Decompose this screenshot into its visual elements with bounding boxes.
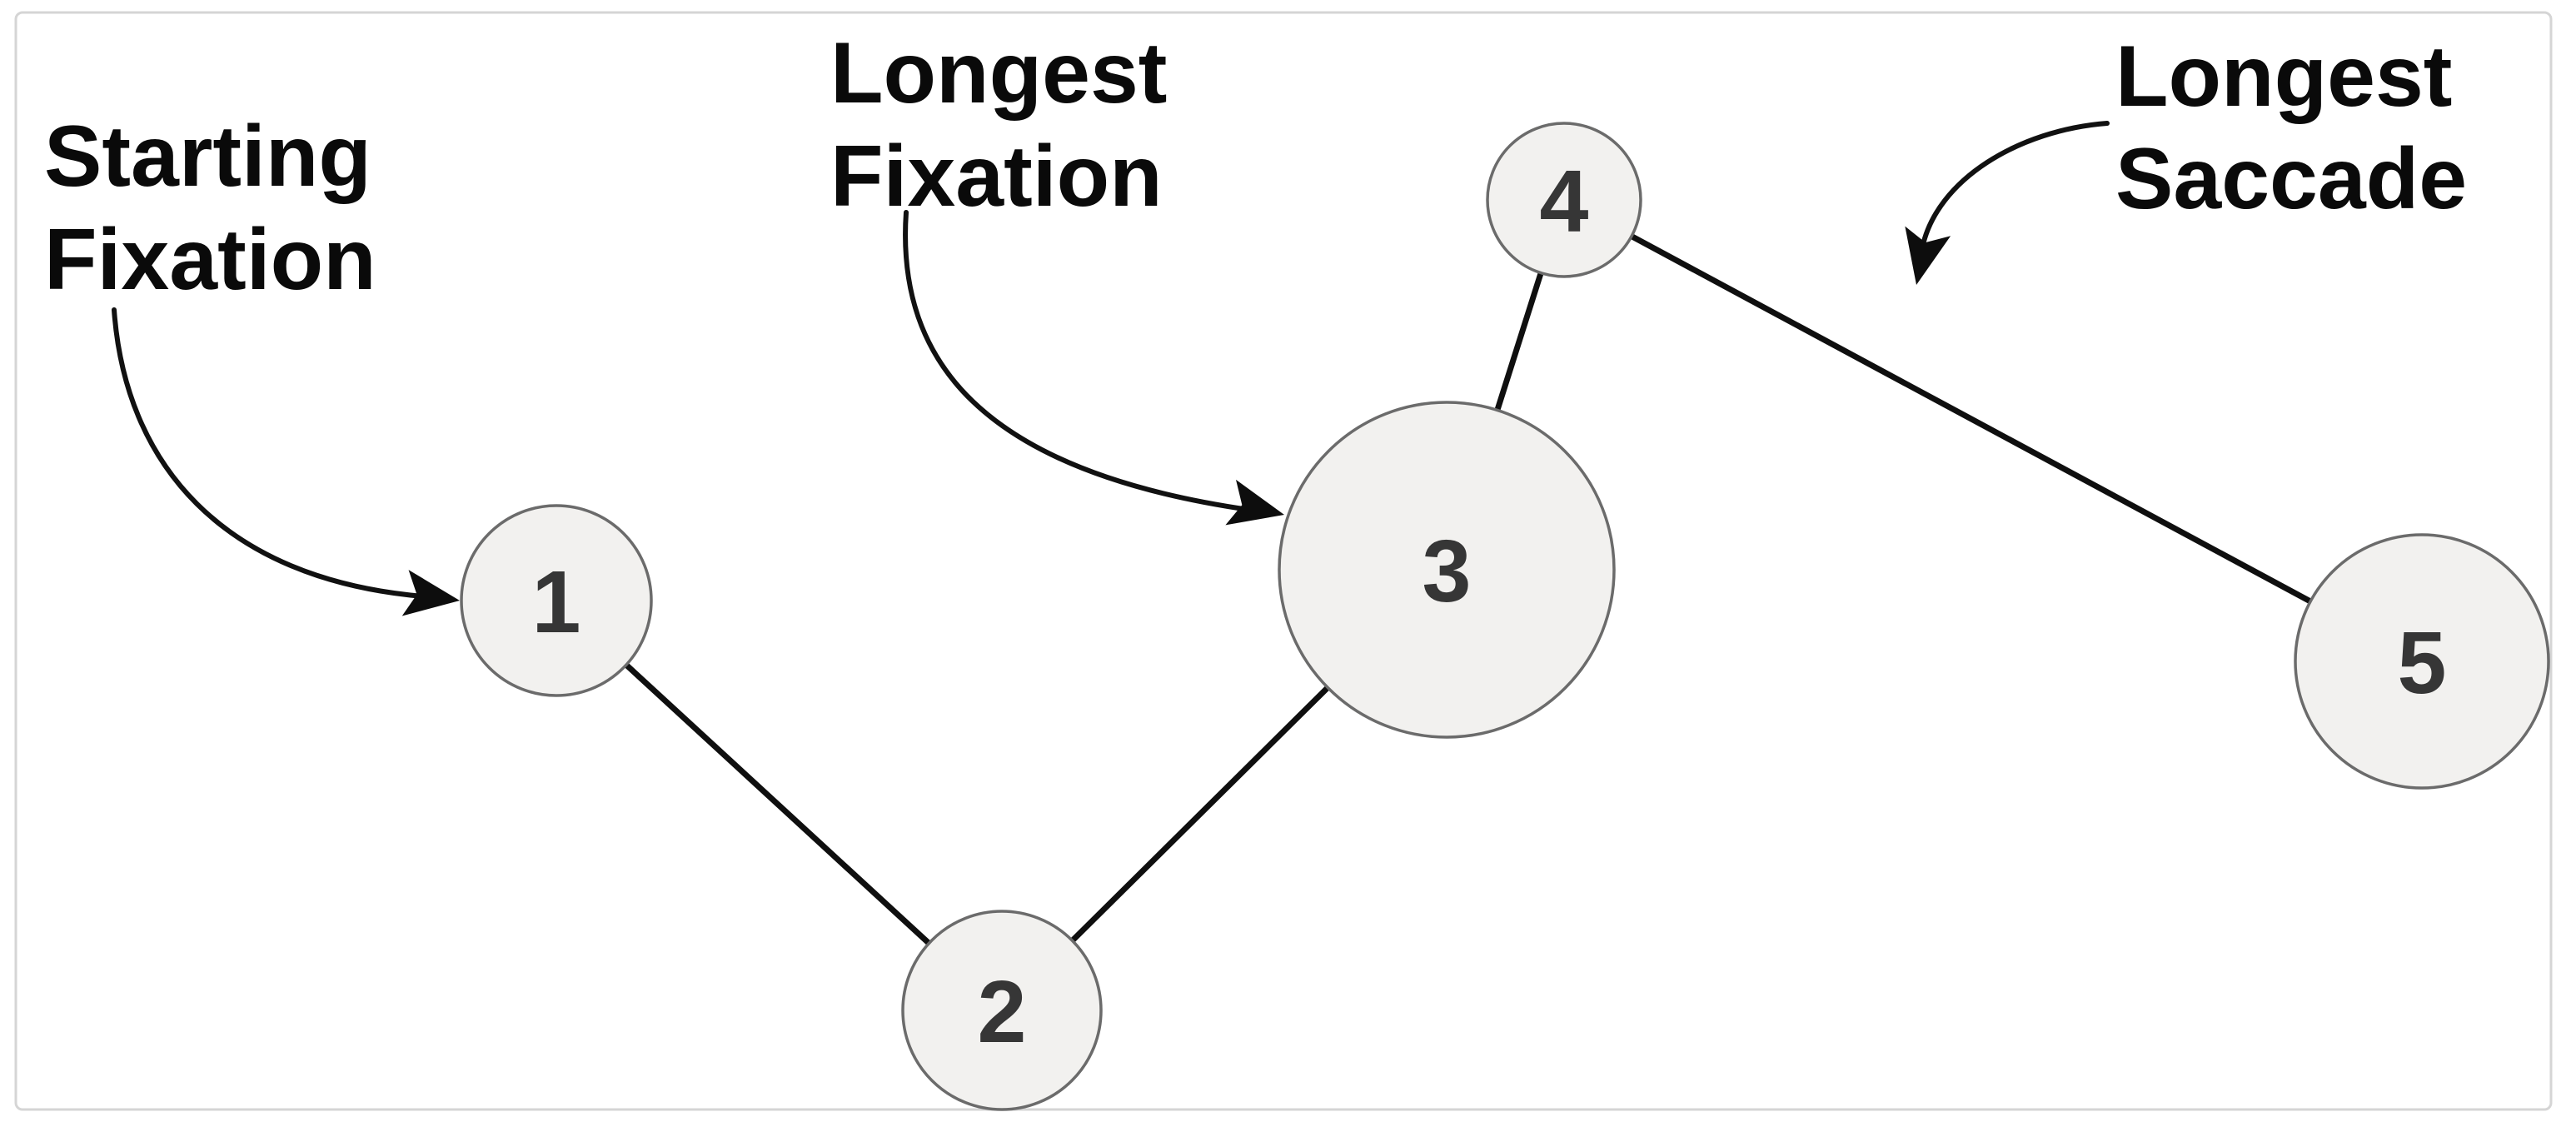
saccade-line-1-2 <box>553 597 1005 1014</box>
fixation-circle-4 <box>1486 122 1642 278</box>
longest-saccade-label-line2: Saccade <box>2115 131 2467 227</box>
starting-fixation-label-line2: Fixation <box>44 212 376 308</box>
fixation-node-2: 2 <box>901 910 1103 1111</box>
starting-fixation-label-line1: Starting <box>44 108 371 205</box>
fixation-node-5: 5 <box>2294 533 2550 790</box>
fixation-node-4: 4 <box>1486 122 1642 278</box>
saccade-line-4-5 <box>1561 197 2425 665</box>
fixation-number-3: 3 <box>1423 522 1472 621</box>
longest-fixation-arrow <box>903 210 1252 512</box>
longest-saccade-arrow <box>1920 121 2110 251</box>
annotation-starting-fixation: Starting Fixation <box>44 108 460 616</box>
fixation-node-1: 1 <box>460 504 653 697</box>
fixation-number-2: 2 <box>978 963 1027 1061</box>
longest-fixation-arrowhead-icon <box>1225 479 1284 526</box>
fixation-circle-1 <box>460 504 653 697</box>
fixation-number-4: 4 <box>1540 152 1589 251</box>
annotation-longest-fixation: Longest Fixation <box>830 25 1284 526</box>
longest-fixation-label-line1: Longest <box>830 25 1167 122</box>
starting-fixation-arrow <box>112 307 426 599</box>
annotation-longest-saccade: Longest Saccade <box>1905 28 2467 285</box>
fixation-circle-2 <box>901 910 1103 1111</box>
fixation-number-5: 5 <box>2398 614 2447 712</box>
fixation-node-3: 3 <box>1278 401 1616 739</box>
fixation-number-1: 1 <box>532 553 581 651</box>
fixation-circle-3 <box>1278 401 1616 739</box>
fixation-circle-5 <box>2294 533 2550 790</box>
longest-saccade-label-line1: Longest <box>2115 28 2452 125</box>
longest-fixation-label-line2: Fixation <box>830 128 1163 225</box>
starting-fixation-arrowhead-icon <box>401 570 460 616</box>
longest-saccade-arrowhead-icon <box>1905 226 1951 285</box>
